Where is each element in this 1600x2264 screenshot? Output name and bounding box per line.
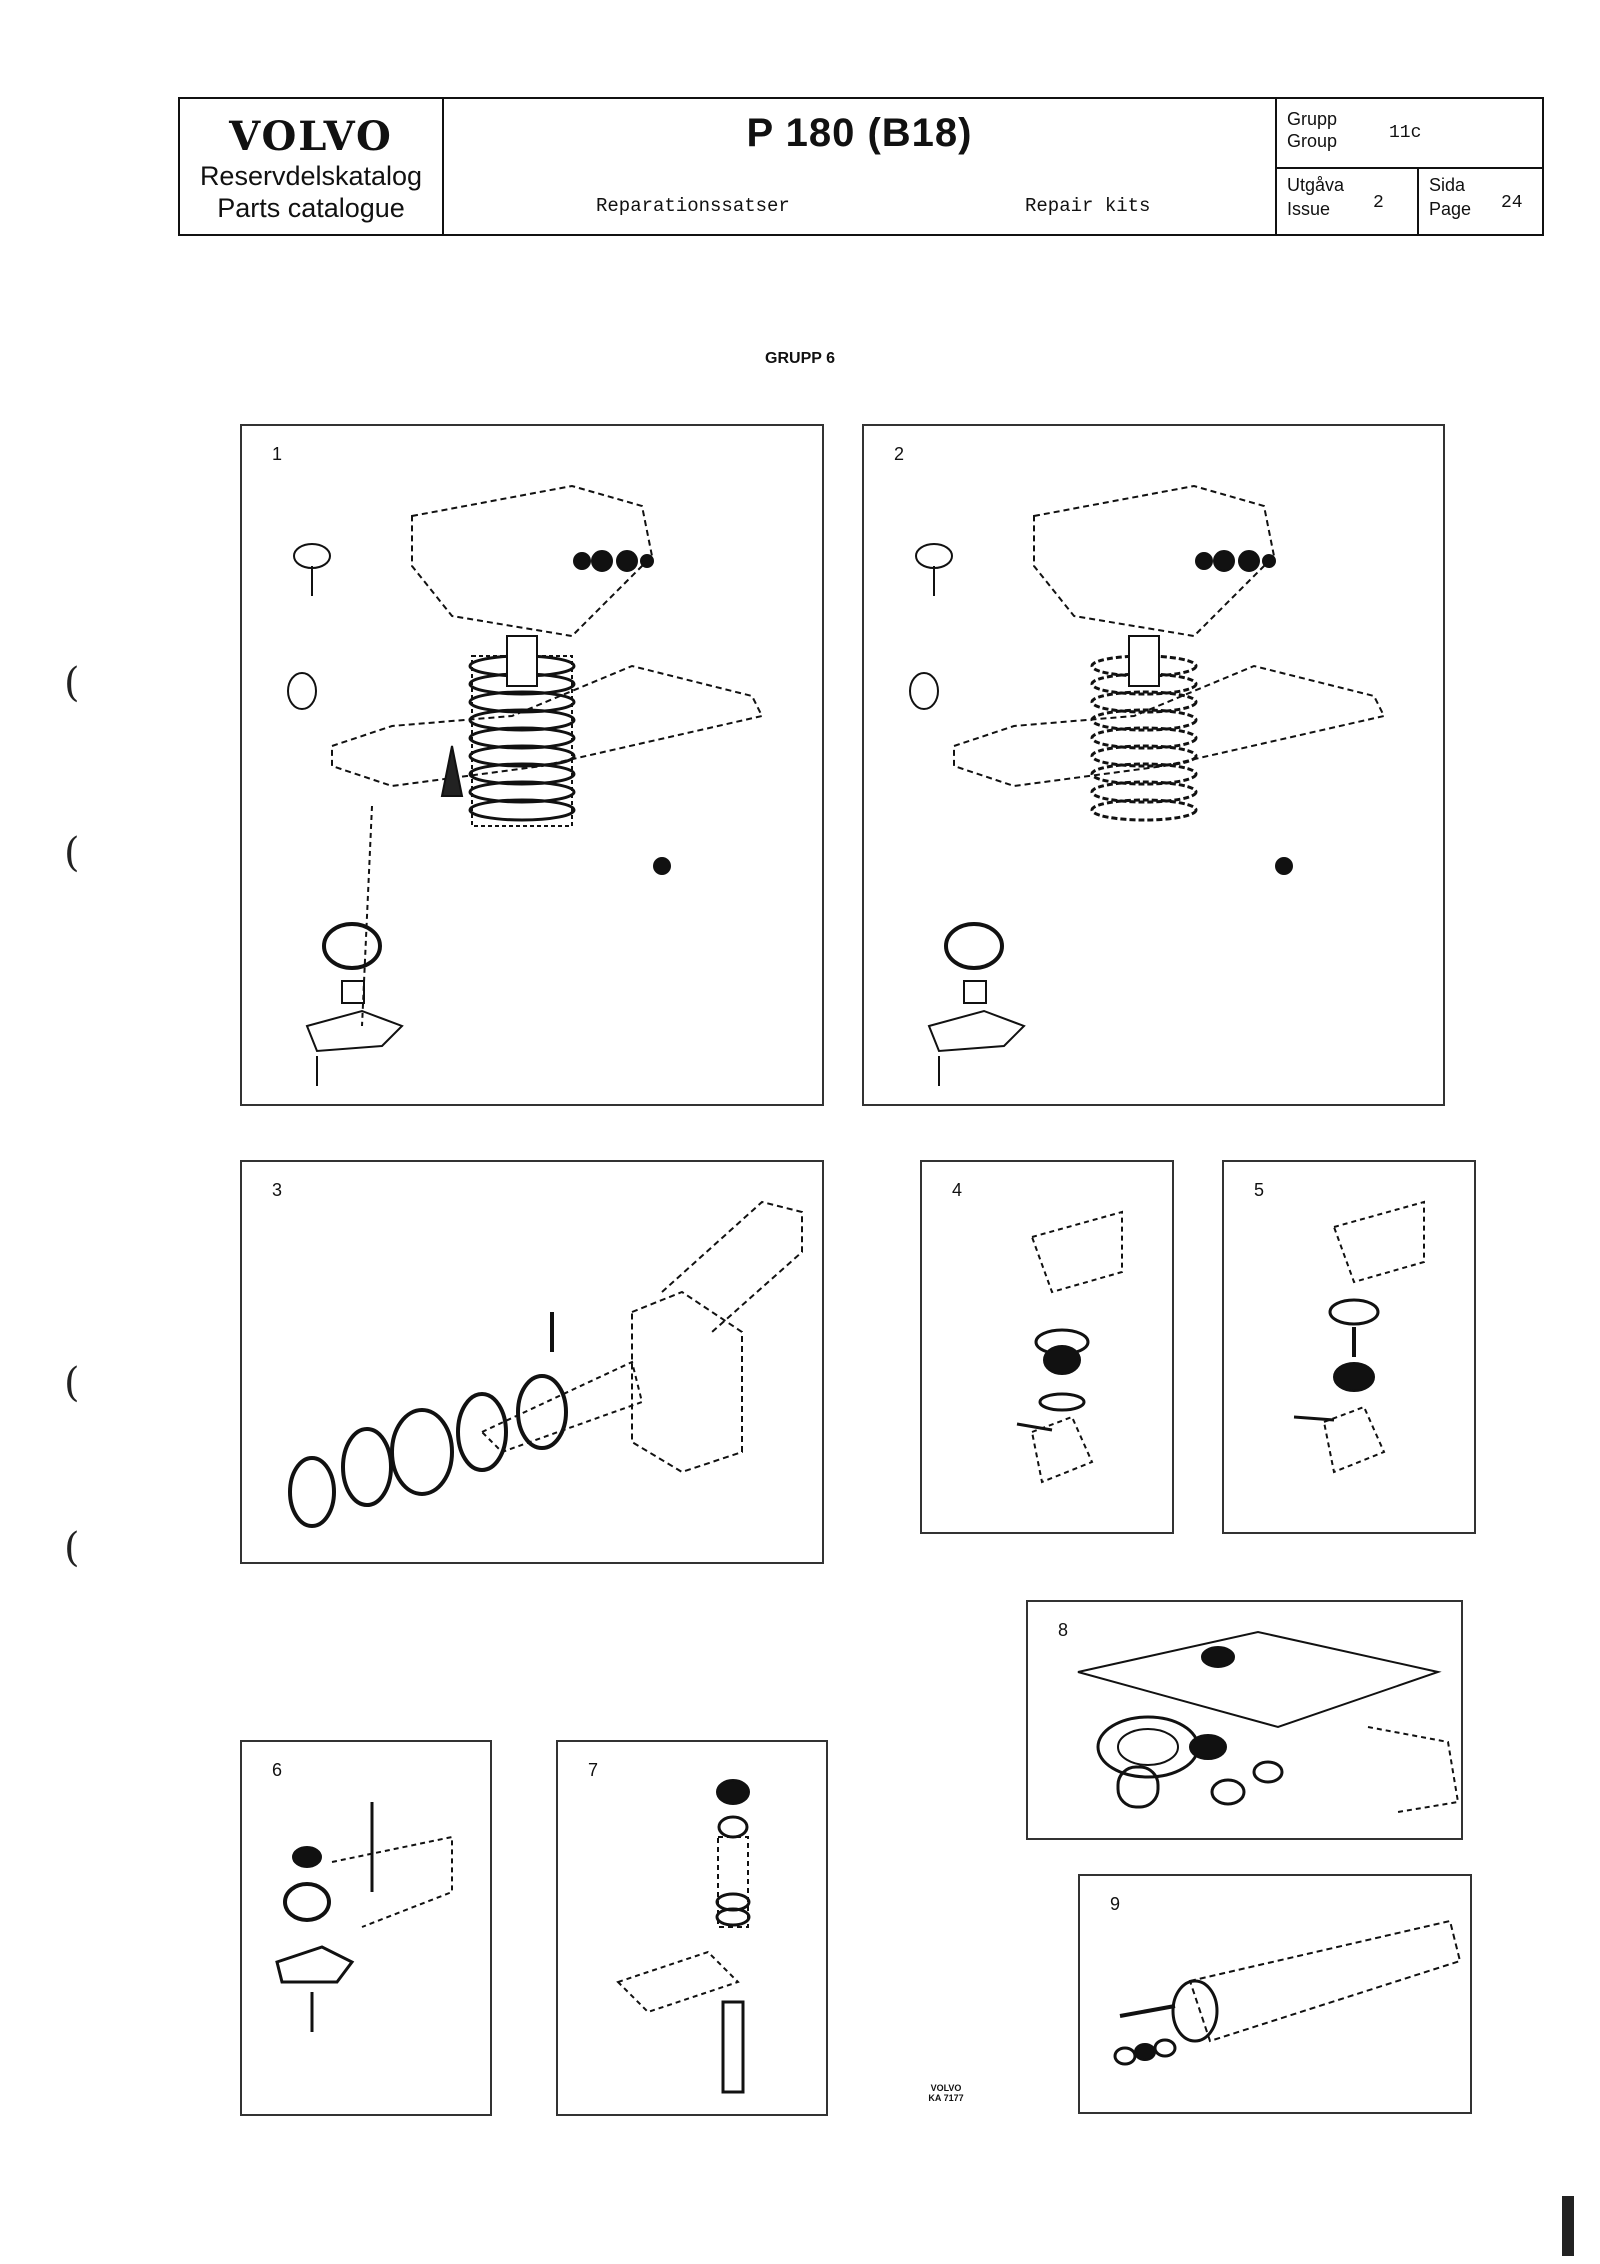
utgava-label: Utgåva bbox=[1287, 175, 1345, 195]
panel-number: 4 bbox=[952, 1180, 963, 1200]
model-title: P 180 (B18) bbox=[746, 111, 973, 155]
panel-2: 2 bbox=[862, 424, 1445, 1106]
panel-1: 1 bbox=[240, 424, 824, 1106]
shock-absorber-drawing bbox=[1113, 1919, 1462, 2066]
front-suspension-drawing bbox=[909, 484, 1386, 1086]
kingpin-drawing bbox=[616, 1779, 751, 2094]
binding-hole-mark: ( bbox=[64, 660, 80, 706]
group-value: 11c bbox=[1389, 123, 1422, 143]
catalog-title-sv: Reservdelskatalog bbox=[199, 161, 423, 191]
stamp-brand: VOLVO bbox=[930, 2083, 962, 2093]
panel-number: 3 bbox=[272, 1180, 283, 1200]
subtitle-sv: Reparationssatser bbox=[596, 195, 790, 217]
issue-label: Issue bbox=[1287, 199, 1331, 219]
panel-number: 7 bbox=[588, 1760, 599, 1780]
panel-8: 8 bbox=[1026, 1600, 1463, 1840]
binding-hole-mark: ( bbox=[64, 1525, 80, 1571]
panel-7: 7 bbox=[556, 1740, 828, 2116]
panel-6: 6 bbox=[240, 1740, 492, 2116]
grupp-label: Grupp bbox=[1287, 109, 1338, 129]
gasket-set-drawing bbox=[1077, 1630, 1460, 1813]
front-suspension-drawing bbox=[287, 484, 764, 1086]
subtitle-en: Repair kits bbox=[1025, 195, 1151, 217]
panel-number: 1 bbox=[272, 444, 283, 464]
cell-divider bbox=[1417, 167, 1419, 234]
sida-label: Sida bbox=[1429, 175, 1466, 195]
page-label: Page bbox=[1429, 199, 1472, 219]
binding-hole-mark: ( bbox=[64, 1360, 80, 1406]
panel-9: 9 bbox=[1078, 1874, 1472, 2114]
issue-value: 2 bbox=[1373, 193, 1384, 213]
group-cell: Grupp Group 11c bbox=[1277, 99, 1542, 169]
ball-joint-drawing bbox=[1016, 1210, 1123, 1484]
brand-block: VOLVO Reservdelskatalog Parts catalogue bbox=[180, 99, 444, 234]
group-label: Group bbox=[1287, 131, 1338, 151]
wheel-bearings-drawing bbox=[288, 1200, 803, 1528]
scan-edge-mark bbox=[1562, 2196, 1574, 2256]
panel-4: 4 bbox=[920, 1160, 1174, 1534]
panel-5: 5 bbox=[1222, 1160, 1476, 1534]
panel-3: 3 bbox=[240, 1160, 824, 1564]
panel-number: 2 bbox=[894, 444, 905, 464]
footer-stamp: VOLVO KA 7177 bbox=[916, 2083, 976, 2103]
catalog-header: VOLVO Reservdelskatalog Parts catalogue … bbox=[178, 97, 1544, 236]
page-value: 24 bbox=[1501, 193, 1523, 213]
model-block: P 180 (B18) Reparationssatser Repair kit… bbox=[444, 99, 1277, 234]
catalog-title-en: Parts catalogue bbox=[217, 193, 405, 223]
section-title: GRUPP 6 bbox=[765, 350, 835, 367]
lower-ball-joint-drawing bbox=[275, 1802, 453, 2032]
panel-number: 8 bbox=[1058, 1620, 1069, 1640]
issue-page-row: Utgåva Issue 2 Sida Page 24 bbox=[1277, 167, 1542, 234]
panel-number: 5 bbox=[1254, 1180, 1265, 1200]
volvo-logo: VOLVO bbox=[229, 113, 393, 160]
panel-number: 9 bbox=[1110, 1894, 1121, 1914]
stamp-code: KA 7177 bbox=[928, 2093, 964, 2103]
reference-block: Grupp Group 11c Utgåva Issue 2 Sida Page… bbox=[1277, 99, 1542, 234]
ball-joint-drawing bbox=[1293, 1200, 1425, 1474]
panel-number: 6 bbox=[272, 1760, 283, 1780]
binding-hole-mark: ( bbox=[64, 830, 80, 876]
